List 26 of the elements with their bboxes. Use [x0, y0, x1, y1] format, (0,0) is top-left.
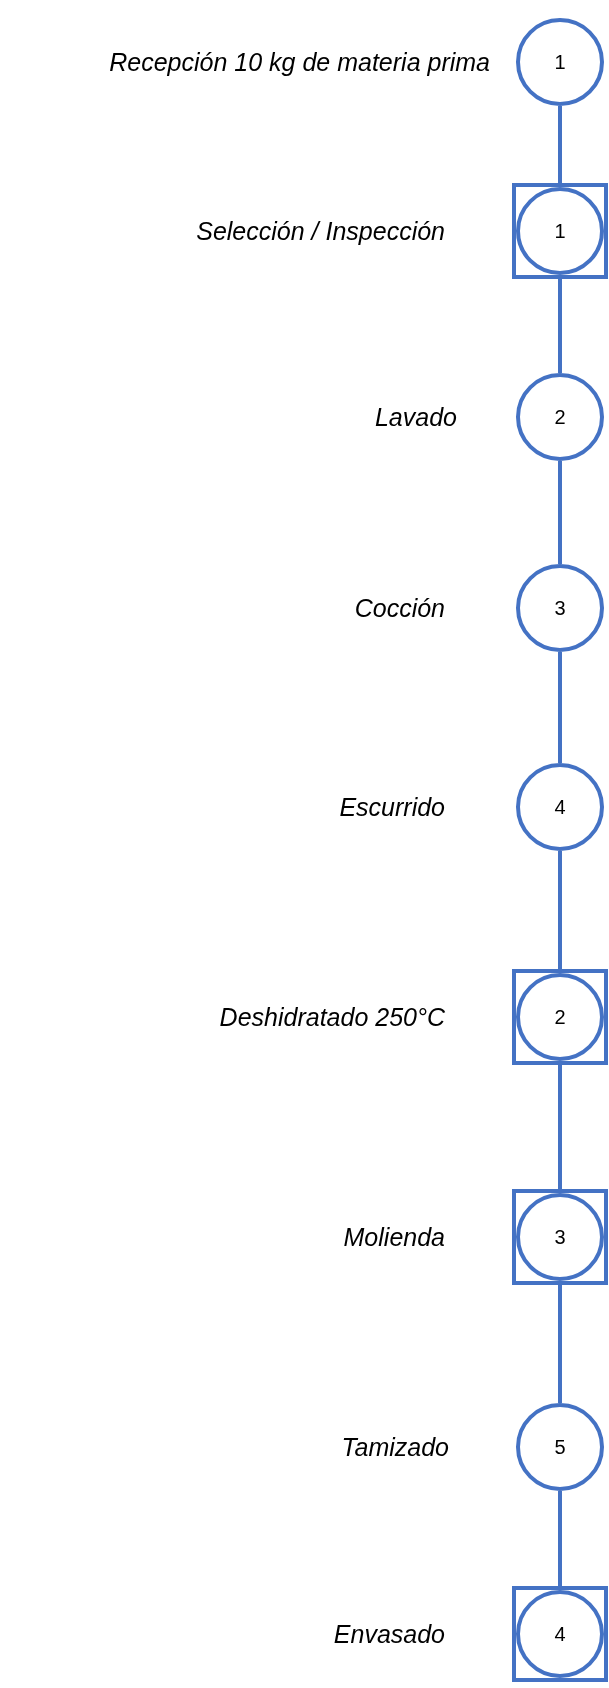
- step-number: 2: [554, 1005, 566, 1029]
- connector-line: [558, 461, 562, 564]
- connector-line: [558, 1065, 562, 1189]
- step-description: Escurrido: [339, 792, 445, 822]
- step-number: 3: [554, 596, 566, 620]
- step-description: Envasado: [333, 1619, 445, 1649]
- connector-line: [558, 106, 562, 183]
- step-description: Cocción: [354, 593, 445, 623]
- step-number: 5: [554, 1435, 566, 1459]
- step-description: Recepción 10 kg de materia prima: [109, 47, 490, 77]
- step-description: Molienda: [343, 1222, 445, 1252]
- step-number: 1: [554, 219, 566, 243]
- step-description: Lavado: [374, 402, 457, 432]
- step-number: 2: [554, 405, 566, 429]
- step-description: Selección / Inspección: [196, 216, 445, 246]
- connector-line: [558, 279, 562, 373]
- step-number: 4: [554, 795, 566, 819]
- step-description: Tamizado: [341, 1432, 449, 1462]
- connector-line: [558, 652, 562, 763]
- connector-line: [558, 1285, 562, 1403]
- connector-line: [558, 851, 562, 969]
- step-description: Deshidratado 250°C: [219, 1002, 445, 1032]
- step-number: 4: [554, 1622, 566, 1646]
- connector-line: [558, 1491, 562, 1586]
- step-number: 1: [554, 50, 566, 74]
- step-number: 3: [554, 1225, 566, 1249]
